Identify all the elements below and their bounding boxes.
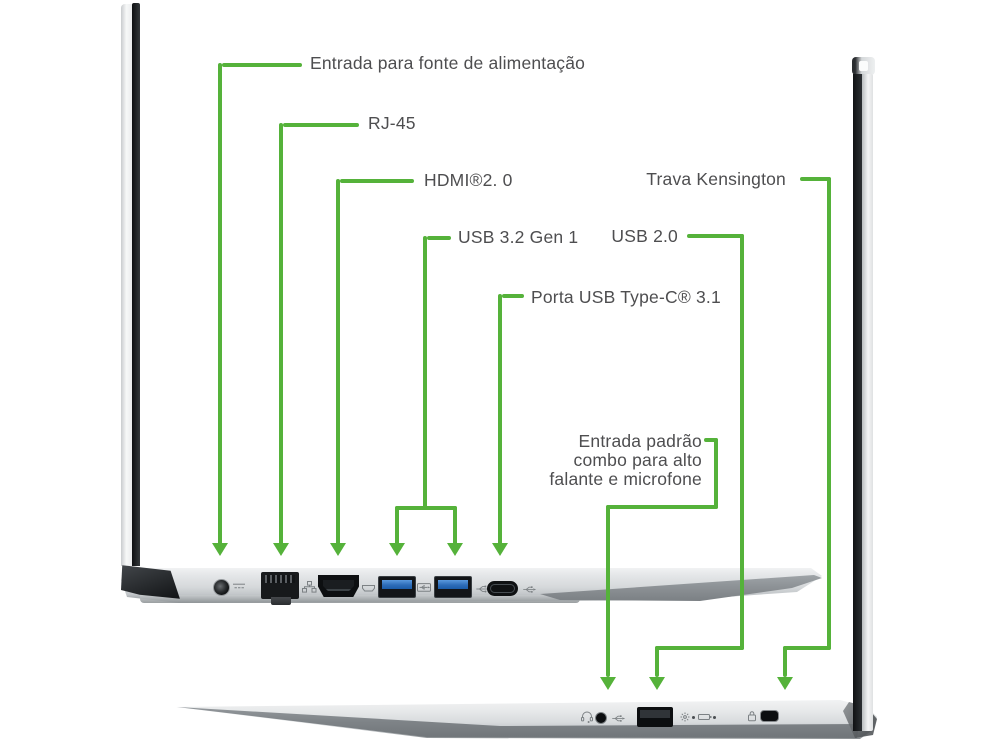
- usb20-callout-arrow: [649, 677, 665, 690]
- rj45-label: RJ-45: [368, 113, 416, 133]
- rj45-callout-line: [279, 123, 283, 545]
- audio-callout-line: [606, 505, 610, 677]
- rj45-callout-arrow: [273, 543, 289, 556]
- bottom-laptop-camera-notch: [859, 61, 868, 71]
- kensington-callout-line: [800, 177, 831, 181]
- top-laptop-screen-edge: [121, 4, 133, 566]
- usb-icon: [522, 585, 537, 594]
- usb32-callout-line: [453, 506, 457, 545]
- bottom-laptop-screen-edge: [862, 74, 873, 731]
- power-callout-line: [218, 63, 222, 545]
- dc-in-icon: [232, 582, 246, 590]
- usb20-callout-line: [687, 234, 744, 238]
- kensington-callout-line: [827, 177, 831, 650]
- power-jack-port: [213, 579, 230, 596]
- usb32-callout-arrow: [389, 543, 405, 556]
- kensington-callout-line: [783, 646, 787, 677]
- usb32-callout-fork: [395, 506, 457, 510]
- audio-callout-line: [704, 438, 718, 442]
- usb-3-2-port-2: [434, 576, 472, 598]
- top-laptop-base-shading: [140, 595, 580, 603]
- kensington-slot: [760, 710, 779, 722]
- hdmi-callout-line: [340, 179, 414, 183]
- power-callout-line: [222, 63, 302, 67]
- usb32-callout-line: [427, 236, 451, 240]
- battery-status-icon: [698, 713, 712, 721]
- power-status-icon: [680, 712, 690, 722]
- hdmi-label: HDMI®2. 0: [424, 170, 513, 190]
- hdmi-callout-arrow: [330, 543, 346, 556]
- usb-icon: [611, 714, 626, 723]
- usbc-label: Porta USB Type-C® 3.1: [531, 287, 721, 307]
- audio-callout-line: [606, 505, 718, 509]
- audio-callout-line: [714, 438, 718, 509]
- usb32-callout-line: [423, 236, 427, 510]
- usb-3-2-port-1: [378, 576, 416, 598]
- ethernet-icon: [302, 581, 317, 593]
- usb-2-0-port: [637, 707, 673, 727]
- audio-callout-arrow: [600, 677, 616, 690]
- rj45-port: [261, 572, 299, 599]
- status-dot: [692, 716, 695, 719]
- power-callout-arrow: [212, 543, 228, 556]
- power-label: Entrada para fonte de alimentação: [310, 53, 586, 73]
- usb32-label: USB 3.2 Gen 1: [458, 227, 579, 247]
- usb32-callout-line: [395, 506, 399, 545]
- headset-icon: [580, 711, 594, 723]
- usb-charging-icon: [417, 582, 433, 593]
- audio-label-line1: Entrada padrão: [578, 431, 702, 451]
- hdmi-callout-line: [336, 179, 340, 545]
- rj45-callout-line: [283, 123, 359, 127]
- hdmi-icon: [362, 585, 375, 592]
- lock-icon: [747, 710, 757, 722]
- usb32-callout-arrow: [447, 543, 463, 556]
- rj45-port-tab: [271, 597, 291, 605]
- usb20-callout-line: [655, 646, 744, 650]
- kensington-callout-line: [783, 646, 831, 650]
- usbc-callout-arrow: [492, 543, 508, 556]
- usb-c-port: [487, 581, 518, 596]
- kensington-callout-arrow: [777, 677, 793, 690]
- usb20-callout-line: [740, 234, 744, 650]
- hdmi-port: [318, 575, 359, 597]
- bottom-laptop-screen-bezel: [853, 74, 862, 731]
- top-laptop-screen-bezel: [132, 3, 140, 566]
- status-dot: [713, 716, 716, 719]
- audio-label-line2: combo para alto: [573, 450, 702, 470]
- audio-label-line3: falante e microfone: [549, 469, 702, 489]
- kensington-label: Trava Kensington: [646, 169, 786, 189]
- usb20-callout-line: [655, 646, 659, 677]
- headphone-combo-jack: [595, 712, 607, 724]
- usbc-callout-line: [498, 294, 502, 545]
- usb20-label: USB 2.0: [611, 226, 678, 246]
- audio-label: Entrada padrão combo para alto falante e…: [549, 432, 702, 489]
- usbc-callout-line: [502, 294, 524, 298]
